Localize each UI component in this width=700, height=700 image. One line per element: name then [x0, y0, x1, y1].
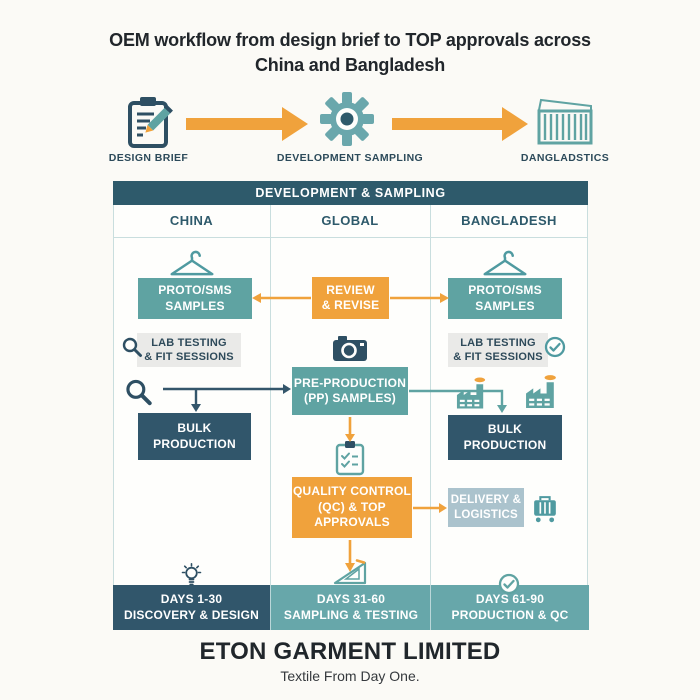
column-divider-1	[270, 205, 271, 585]
delivery-line2: LOGISTICS	[454, 508, 518, 521]
china-lab-testing-box: LAB TESTING & FIT SESSIONS	[137, 333, 241, 367]
search-icon	[126, 379, 152, 406]
pre-production-box: PRE-PRODUCTION (PP) SAMPLES)	[292, 367, 408, 415]
flow-arrow-icon	[186, 107, 308, 141]
column-header-bangladesh: BANGLADESH	[461, 213, 557, 228]
hanger-icon	[170, 250, 214, 276]
pp-line2: (PP) SAMPLES)	[304, 391, 396, 405]
clipboard-pencil-icon	[128, 97, 173, 148]
title-line-2: China and Bangladesh	[254, 55, 446, 76]
review-revise-box: REVIEW & REVISE	[312, 277, 389, 319]
china-bulk-line2: PRODUCTION	[153, 436, 236, 451]
timeline-3-days: DAYS 61-90	[475, 591, 545, 606]
delivery-line1: DELIVERY &	[450, 493, 522, 506]
gear-icon	[320, 92, 374, 146]
china-bulk-production-box: BULK PRODUCTION	[138, 413, 251, 460]
column-header-china: CHINA	[169, 213, 214, 228]
bangladesh-lab-line2: & FIT SESSIONS	[453, 351, 543, 363]
bangladesh-bulk-line2: PRODUCTION	[463, 437, 547, 452]
company-tagline: Textile From Day One.	[280, 668, 420, 684]
bangladesh-bulk-production-box: BULK PRODUCTION	[448, 415, 562, 460]
bangladesh-lab-testing-box: LAB TESTING & FIT SESSIONS	[448, 333, 548, 367]
china-proto-line1: PROTO/SMS	[158, 283, 232, 298]
china-lab-line2: & FIT SESSIONS	[144, 351, 234, 363]
check-circle-icon	[544, 336, 566, 358]
clipboard-check-icon	[335, 441, 365, 476]
company-name: ETON GARMENT LIMITED	[199, 638, 501, 665]
camera-icon	[333, 336, 367, 361]
china-lab-line1: LAB TESTING	[151, 336, 227, 349]
bangladesh-lab-line1: LAB TESTING	[460, 336, 536, 349]
luggage-cart-icon	[534, 496, 556, 523]
section-band: DEVELOPMENT & SAMPLING	[113, 181, 588, 205]
check-circle-icon	[498, 573, 520, 595]
quality-control-box: QUALITY CONTROL (QC) & TOP APPROVALS	[292, 477, 412, 538]
ruler-icon	[333, 559, 367, 585]
qc-line2: (QC) & TOP	[318, 499, 386, 514]
china-proto-sms-box: PROTO/SMS SAMPLES	[138, 278, 252, 319]
qc-line3: APPROVALS	[314, 515, 390, 530]
container-icon	[537, 98, 593, 145]
table-border-right	[587, 205, 588, 585]
search-icon	[122, 337, 142, 357]
factory-icon	[526, 375, 556, 408]
bangladesh-proto-line1: PROTO/SMS	[468, 283, 542, 298]
timeline-2-phase: SAMPLING & TESTING	[283, 607, 419, 622]
timeline-bar-days-31-60: DAYS 31-60 SAMPLING & TESTING	[270, 585, 431, 630]
bangladesh-proto-sms-box: PROTO/SMS SAMPLES	[448, 278, 562, 319]
flow-arrow-icon	[392, 107, 528, 141]
column-header-divider	[113, 237, 588, 238]
timeline-1-days: DAYS 1-30	[160, 591, 223, 606]
timeline-1-phase: DISCOVERY & DESIGN	[124, 607, 259, 622]
china-bulk-line1: BULK	[177, 421, 212, 436]
china-proto-line2: SAMPLES	[165, 298, 225, 313]
bangladesh-bulk-line1: BULK	[487, 422, 523, 437]
bangladesh-logistics-label: DANGLADSTICS	[520, 152, 610, 164]
pp-line1: PRE-PRODUCTION	[293, 375, 407, 390]
title-line-1: OEM workflow from design brief to TOP ap…	[109, 30, 591, 50]
page-title: OEM workflow from design brief to TOP ap…	[0, 28, 700, 78]
bangladesh-proto-line2: SAMPLES	[475, 298, 535, 313]
review-line2: & REVISE	[321, 298, 380, 312]
column-header-global: GLOBAL	[321, 213, 379, 228]
lightbulb-icon	[181, 563, 202, 586]
development-sampling-label: DEVELOPMENT SAMPLING	[276, 152, 424, 164]
timeline-3-phase: PRODUCTION & QC	[451, 607, 569, 622]
table-border-left	[113, 205, 114, 585]
review-line1: REVIEW	[326, 282, 375, 297]
column-divider-2	[430, 205, 431, 585]
timeline-bar-days-1-30: DAYS 1-30 DISCOVERY & DESIGN	[113, 585, 270, 630]
factory-icon	[456, 377, 486, 409]
delivery-logistics-box: DELIVERY & LOGISTICS	[448, 488, 524, 527]
timeline-2-days: DAYS 31-60	[316, 591, 386, 606]
design-brief-label: DESIGN BRIEF	[108, 152, 189, 164]
hanger-icon	[483, 250, 527, 276]
qc-line1: QUALITY CONTROL	[292, 484, 412, 499]
